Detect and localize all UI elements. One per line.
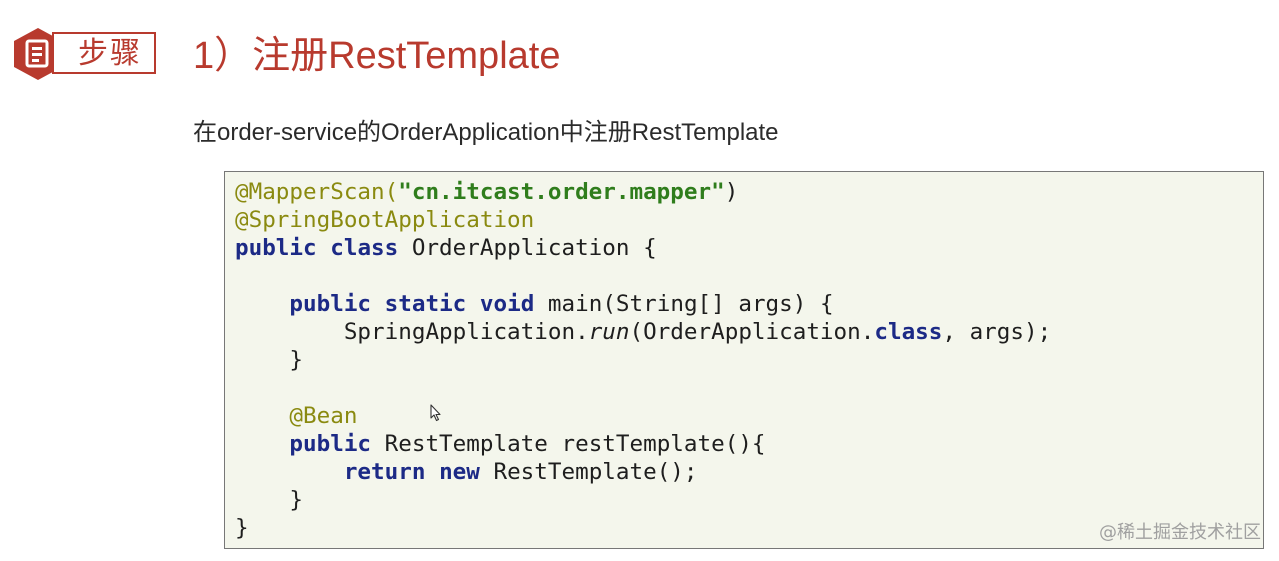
code-annotation: @Bean — [289, 403, 358, 429]
code-keyword: static — [384, 291, 467, 317]
code-keyword: public — [289, 291, 372, 317]
code-text-token: SpringApplication. — [343, 319, 589, 345]
page-title: 1）注册RestTemplate — [193, 35, 561, 77]
badge-label: 步骤 — [78, 36, 142, 71]
code-text-token: main(String[] args) { — [534, 291, 834, 317]
code-string: "cn.itcast.order.mapper" — [398, 179, 725, 205]
code-text-token: } — [289, 347, 304, 373]
code-text-token: , args); — [942, 319, 1052, 345]
code-keyword: public — [289, 431, 372, 457]
code-text-token: } — [235, 515, 249, 541]
code-block: @MapperScan("cn.itcast.order.mapper") @S… — [224, 171, 1264, 549]
subtitle: 在order-service的OrderApplication中注册RestTe… — [193, 119, 779, 146]
code-text-token: (OrderApplication. — [629, 319, 875, 345]
document-icon — [14, 28, 62, 80]
mouse-cursor-icon — [430, 404, 441, 422]
code-keyword: void — [479, 291, 535, 317]
code-keyword: class — [874, 319, 943, 345]
code-text-token: RestTemplate restTemplate(){ — [371, 431, 766, 457]
watermark: @稀土掘金技术社区 — [1099, 522, 1261, 543]
code-keyword: public — [235, 235, 317, 261]
code-text-token: } — [289, 487, 304, 513]
code-keyword: return — [343, 459, 426, 485]
code-annotation: @SpringBootApplication — [235, 207, 535, 233]
code-text-token: ) — [724, 179, 739, 205]
code-keyword: class — [330, 235, 399, 261]
badge-frame — [52, 32, 156, 74]
code-annotation: @MapperScan( — [235, 179, 399, 205]
code-text-token: RestTemplate(); — [479, 459, 698, 485]
code-keyword: new — [439, 459, 480, 485]
code-text: @MapperScan("cn.itcast.order.mapper") @S… — [235, 178, 1051, 542]
code-text-token: OrderApplication { — [398, 235, 657, 261]
code-italic-method: run — [588, 319, 630, 345]
step-badge: 步骤 — [12, 27, 158, 81]
